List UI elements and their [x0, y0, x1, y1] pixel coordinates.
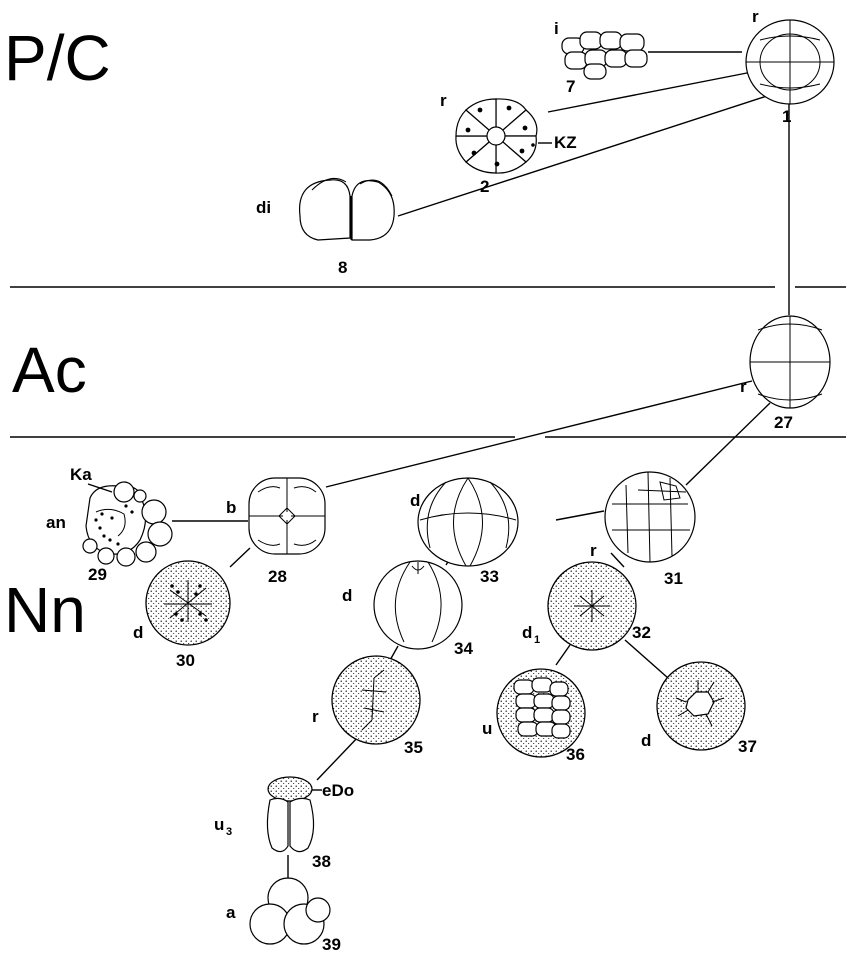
node-36-number: 34 — [454, 639, 473, 658]
node-38-label-sub: 3 — [226, 826, 232, 838]
node-34-label: d — [641, 731, 651, 750]
embryo-node-1: r 1 — [745, 7, 835, 126]
node-31-label: r — [590, 541, 597, 560]
node-37-label: r — [312, 707, 319, 726]
node-32-label-sub: 1 — [534, 634, 540, 646]
node-7-label: i — [554, 19, 559, 38]
edge-31-32 — [610, 552, 625, 568]
node-29-label: an — [46, 513, 66, 532]
node-32-label: d — [522, 623, 532, 642]
edo-annotation: eDo — [322, 781, 354, 800]
ka-annotation: Ka — [70, 465, 92, 484]
node-8-number: 8 — [338, 258, 347, 277]
embryo-node-30: d 30 — [133, 560, 231, 670]
edge-1-8 — [397, 94, 771, 217]
node-37-number: 35 — [404, 738, 423, 757]
embryo-node-36: d 34 — [342, 560, 473, 658]
edge-27-28 — [325, 380, 753, 488]
edge-lines — [172, 51, 790, 880]
edge-28-30 — [229, 547, 251, 568]
edge-32-34 — [624, 639, 669, 679]
node-39-number: 39 — [322, 935, 341, 954]
section-label-ac: Ac — [12, 334, 87, 406]
node-29-number: 29 — [88, 565, 107, 584]
node-2-label: r — [440, 91, 447, 110]
embryo-node-35: d 33 — [410, 477, 519, 586]
embryo-node-34: d 37 — [641, 661, 757, 756]
edge-31-35 — [555, 510, 605, 521]
node-1-number: 1 — [782, 107, 791, 126]
embryo-node-2: KZ r 2 — [440, 91, 577, 196]
node-38-label: u — [214, 815, 224, 834]
embryo-node-32: d 1 32 — [522, 561, 651, 651]
section-label-nn: Nn — [4, 574, 86, 646]
node-28-number: 28 — [268, 567, 287, 586]
node-1-label: r — [752, 7, 759, 26]
embryo-node-28: b 28 — [226, 477, 326, 586]
node-7-number: 7 — [566, 77, 575, 96]
edge-1-2 — [547, 71, 753, 113]
node-27-label: r — [740, 377, 747, 396]
edge-37-38 — [316, 734, 361, 781]
edge-32-33 — [555, 644, 571, 666]
node-33-label: u — [482, 719, 492, 738]
node-35-number: 33 — [480, 567, 499, 586]
node-28-label: b — [226, 498, 236, 517]
node-39-label: a — [226, 903, 236, 922]
node-8-label: di — [256, 198, 271, 217]
embryo-node-29: Ka an 29 — [46, 465, 173, 584]
node-33-number: 36 — [566, 745, 585, 764]
node-2-number: 2 — [480, 177, 489, 196]
embryo-node-39: a 39 — [226, 877, 341, 954]
node-38-number: 38 — [312, 852, 331, 871]
kz-annotation: KZ — [554, 133, 577, 152]
edge-27-31 — [685, 402, 771, 486]
embryo-node-27: r 27 — [740, 315, 831, 432]
node-27-number: 27 — [774, 413, 793, 432]
embryo-node-7: i 7 — [554, 19, 648, 96]
embryo-node-37: r 35 — [312, 655, 423, 757]
embryo-node-31: r 31 — [590, 471, 696, 588]
node-34-number: 37 — [738, 737, 757, 756]
node-30-number: 30 — [176, 651, 195, 670]
node-35-label: d — [410, 491, 420, 510]
section-label-pc: P/C — [4, 22, 111, 94]
node-30-label: d — [133, 623, 143, 642]
node-31-number: 31 — [664, 569, 683, 588]
node-32-number: 32 — [632, 623, 651, 642]
embryo-node-33: u 36 — [482, 668, 586, 764]
node-36-label: d — [342, 586, 352, 605]
embryo-node-38: eDo u 3 38 — [214, 776, 354, 871]
embryo-node-8: di 8 — [256, 177, 395, 277]
